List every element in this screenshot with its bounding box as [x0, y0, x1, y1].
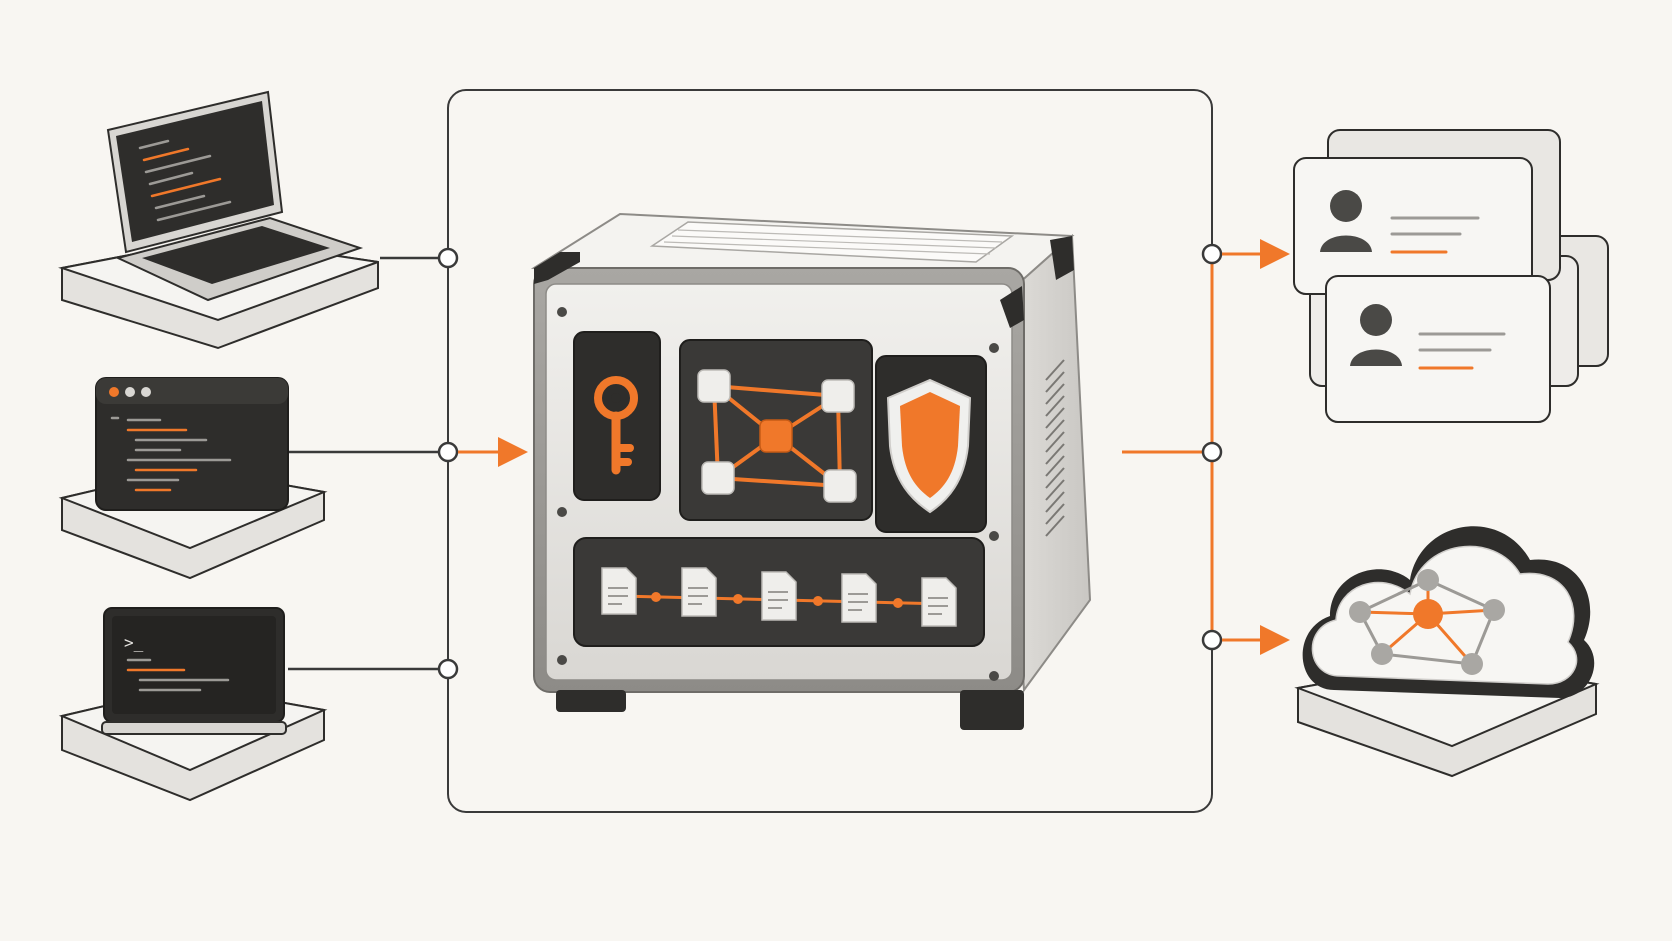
document-icon [761, 571, 797, 621]
user-profile-card-icon [1320, 190, 1372, 252]
network-module [679, 339, 873, 521]
log-module [573, 537, 985, 647]
terminal-window-icon [95, 377, 289, 511]
key-module [573, 331, 661, 501]
user-profile-card-icon [1350, 304, 1402, 366]
shield-icon [886, 378, 972, 514]
key-icon [594, 376, 638, 475]
central-hub-device [530, 212, 1092, 730]
side-vent [1045, 359, 1065, 537]
profile-card [1293, 157, 1533, 295]
document-chain-icon [601, 567, 957, 627]
shell-prompt-glyph: >_ [124, 633, 144, 652]
document-icon [921, 577, 957, 627]
document-icon [601, 567, 637, 615]
top-vent [649, 221, 1015, 263]
connector-node [1201, 629, 1223, 651]
window-dot [125, 387, 135, 397]
connector-node [1201, 243, 1223, 265]
right-connectors [1122, 239, 1290, 655]
laptop-icon [106, 90, 284, 254]
target-profile-cards [1293, 129, 1609, 423]
left-connectors [288, 247, 528, 680]
client-laptop [58, 90, 379, 350]
connector-node [1201, 441, 1223, 463]
connector-node [437, 247, 459, 269]
profile-card [1325, 275, 1551, 423]
cloud-network-icon [1302, 526, 1595, 698]
window-dot [109, 387, 119, 397]
monitor-shell-icon: >_ [101, 607, 287, 735]
connector-node [437, 658, 459, 680]
client-shell-monitor: >_ [58, 607, 328, 802]
document-icon [681, 567, 717, 617]
target-cloud [1294, 526, 1600, 778]
device-foot [960, 690, 1024, 730]
connector-node [437, 441, 459, 463]
document-icon [841, 573, 877, 623]
device-foot [556, 690, 626, 712]
shield-module [875, 355, 987, 533]
window-dot [141, 387, 151, 397]
network-nodes-icon [697, 369, 857, 503]
client-terminal-window [58, 377, 328, 580]
